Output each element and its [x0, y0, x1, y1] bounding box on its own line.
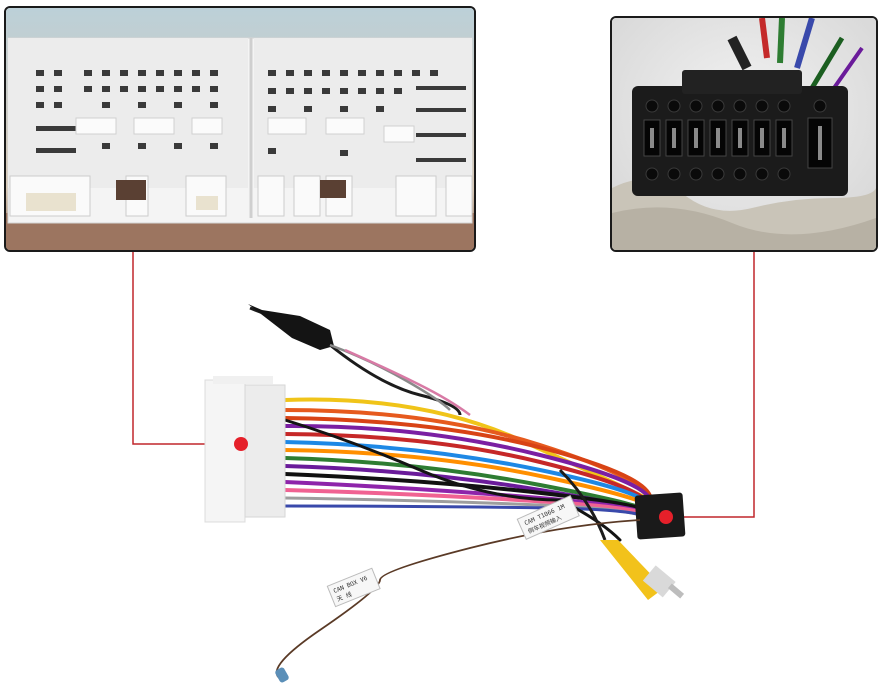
- wire-bundle: [283, 397, 655, 542]
- antenna-wire: [275, 519, 641, 681]
- rca-video-cable: [558, 468, 685, 600]
- white-connector: [204, 376, 286, 523]
- white-connector-photo: [6, 8, 474, 250]
- wire-tag-2: CAN BOX V6 天 线: [326, 567, 381, 608]
- wire-tag-1: CAM T1066 1M 倒车视频输入: [516, 494, 580, 540]
- antenna-tip: [275, 667, 289, 683]
- antenna-plug: [248, 304, 334, 350]
- inset-white-connector-closeup: [4, 6, 476, 252]
- black-connector-photo: [612, 18, 876, 250]
- callout-right: [668, 252, 755, 518]
- inset-black-connector-closeup: [610, 16, 878, 252]
- black-iso-connector: [634, 492, 686, 540]
- callout-dot-right: [659, 510, 673, 524]
